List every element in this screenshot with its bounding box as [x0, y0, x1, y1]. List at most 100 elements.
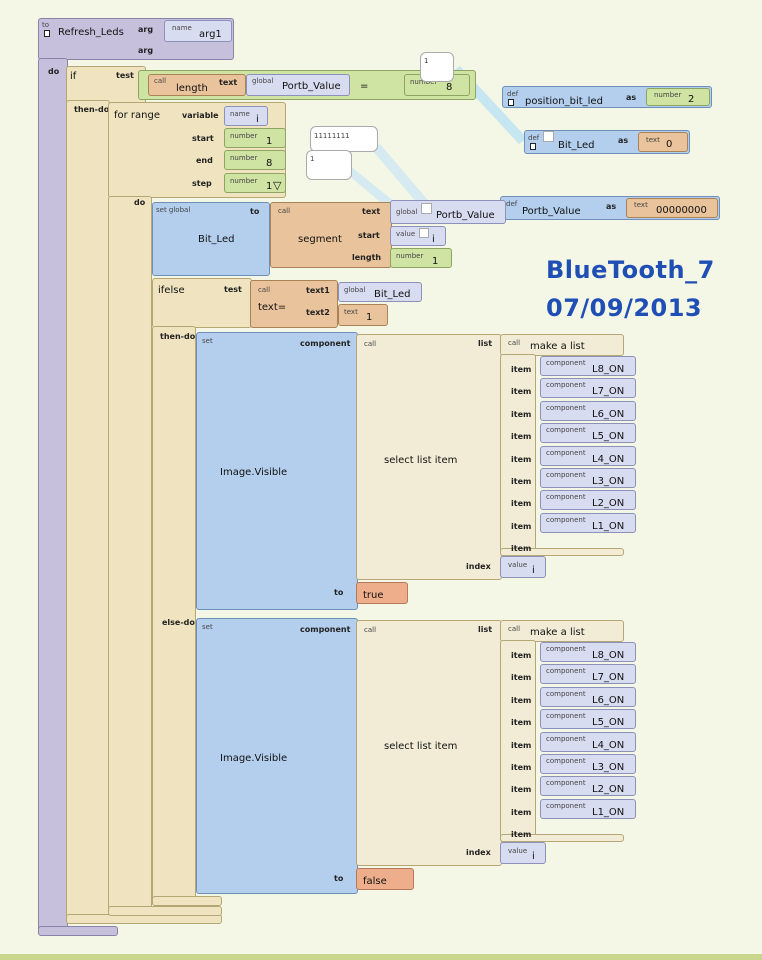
segment-block[interactable]	[270, 202, 392, 268]
end-number-block[interactable]	[224, 150, 286, 170]
index-i-block[interactable]	[500, 842, 546, 864]
component-block[interactable]	[540, 664, 636, 684]
length-number-block[interactable]	[390, 248, 452, 268]
component-block[interactable]	[540, 513, 636, 533]
component-block[interactable]	[540, 423, 636, 443]
variable-name-block[interactable]	[224, 106, 268, 126]
param-value[interactable]: arg1	[199, 29, 222, 40]
def-value-block[interactable]	[638, 132, 688, 152]
number-value[interactable]: 8	[446, 82, 453, 93]
comment-toggle[interactable]	[543, 131, 554, 142]
component-block[interactable]	[540, 356, 636, 376]
false-block[interactable]	[356, 868, 414, 890]
procedure-name[interactable]: Refresh_Leds	[58, 27, 124, 38]
set-var-name[interactable]: Bit_Led	[198, 234, 235, 245]
index-var[interactable]: i	[532, 565, 535, 576]
component-block[interactable]	[540, 446, 636, 466]
true-block[interactable]	[356, 582, 408, 604]
component-name[interactable]: L6_ON	[592, 695, 625, 706]
component-block[interactable]	[540, 378, 636, 398]
component-name[interactable]: L8_ON	[592, 650, 625, 661]
component-name[interactable]: L2_ON	[592, 784, 625, 795]
select-list-item-else[interactable]	[356, 620, 502, 866]
component-block[interactable]	[540, 799, 636, 819]
component-name[interactable]: L1_ON	[592, 807, 625, 818]
component-name[interactable]: L7_ON	[592, 386, 625, 397]
value-i-block[interactable]	[390, 226, 446, 246]
component-block[interactable]	[540, 468, 636, 488]
def-value[interactable]: 00000000	[656, 205, 707, 216]
component-name[interactable]: L6_ON	[592, 409, 625, 420]
comment-toggle[interactable]	[421, 203, 432, 214]
select-list-item-then[interactable]	[356, 334, 502, 580]
end-value[interactable]: 8	[266, 158, 273, 169]
index-var[interactable]: i	[532, 851, 535, 862]
component-block[interactable]	[540, 709, 636, 729]
component-name[interactable]: L3_ON	[592, 762, 625, 773]
collapse-icon[interactable]	[44, 30, 50, 37]
step-number-block[interactable]	[224, 173, 286, 193]
bool-value[interactable]: true	[363, 590, 384, 601]
global-var[interactable]: Portb_Value	[282, 81, 341, 92]
component-name[interactable]: L4_ON	[592, 740, 625, 751]
comment-text-3[interactable]: 1	[310, 155, 315, 163]
ifelse-block[interactable]	[152, 278, 252, 328]
length-value[interactable]: 1	[432, 256, 439, 267]
if-block[interactable]	[66, 66, 146, 104]
def-value-block[interactable]	[646, 88, 710, 106]
comment-bubble-2[interactable]	[310, 126, 378, 152]
comment-text-1[interactable]: 1	[424, 57, 429, 65]
text-equals-block[interactable]	[250, 280, 338, 328]
comment-text-2[interactable]: 11111111	[314, 132, 350, 140]
global-portb-block[interactable]	[390, 200, 506, 224]
bool-value[interactable]: false	[363, 876, 387, 887]
component-block[interactable]	[540, 687, 636, 707]
set-property-name[interactable]: Image.Visible	[220, 467, 288, 478]
set-global-bit-led[interactable]	[152, 202, 270, 276]
def-value[interactable]: 0	[666, 139, 673, 150]
comment-bubble-1[interactable]	[420, 52, 454, 82]
set-property-name[interactable]: Image.Visible	[220, 753, 288, 764]
global-var[interactable]: Portb_Value	[436, 210, 495, 221]
step-value[interactable]: 1	[266, 181, 273, 192]
component-name[interactable]: L5_ON	[592, 431, 625, 442]
global-var[interactable]: Bit_Led	[374, 289, 411, 300]
def-name[interactable]: Bit_Led	[558, 140, 595, 151]
def-name[interactable]: position_bit_led	[525, 96, 603, 107]
start-value[interactable]: 1	[266, 136, 273, 147]
component-block[interactable]	[540, 776, 636, 796]
collapse-icon[interactable]	[530, 143, 536, 150]
def-value-block[interactable]	[626, 198, 718, 218]
component-name[interactable]: L3_ON	[592, 476, 625, 487]
equals-operator[interactable]: =	[360, 81, 369, 92]
collapse-icon[interactable]	[508, 99, 514, 106]
global-bit-led-block[interactable]	[338, 282, 422, 302]
component-name[interactable]: L4_ON	[592, 454, 625, 465]
make-a-list-then[interactable]	[500, 334, 624, 356]
comment-bubble-3[interactable]	[306, 150, 352, 180]
component-block[interactable]	[540, 490, 636, 510]
text-value[interactable]: 1	[366, 312, 373, 323]
start-number-block[interactable]	[224, 128, 286, 148]
def-name[interactable]: Portb_Value	[522, 206, 581, 217]
component-name[interactable]: L5_ON	[592, 717, 625, 728]
component-block[interactable]	[540, 642, 636, 662]
set-image-visible-then[interactable]	[196, 332, 358, 610]
text-1-block[interactable]	[338, 304, 388, 326]
global-portb-block[interactable]	[246, 74, 350, 96]
variable-name[interactable]: i	[256, 114, 259, 125]
component-name[interactable]: L1_ON	[592, 521, 625, 532]
comment-toggle[interactable]	[419, 228, 429, 238]
index-i-block[interactable]	[500, 556, 546, 578]
component-block[interactable]	[540, 754, 636, 774]
component-name[interactable]: L8_ON	[592, 364, 625, 375]
component-name[interactable]: L7_ON	[592, 672, 625, 683]
arg-param-block[interactable]	[164, 20, 232, 42]
def-value[interactable]: 2	[688, 94, 695, 105]
make-a-list-else[interactable]	[500, 620, 624, 642]
component-block[interactable]	[540, 732, 636, 752]
component-block[interactable]	[540, 401, 636, 421]
value-var[interactable]: i	[432, 234, 435, 245]
component-name[interactable]: L2_ON	[592, 498, 625, 509]
length-block[interactable]	[148, 74, 246, 96]
